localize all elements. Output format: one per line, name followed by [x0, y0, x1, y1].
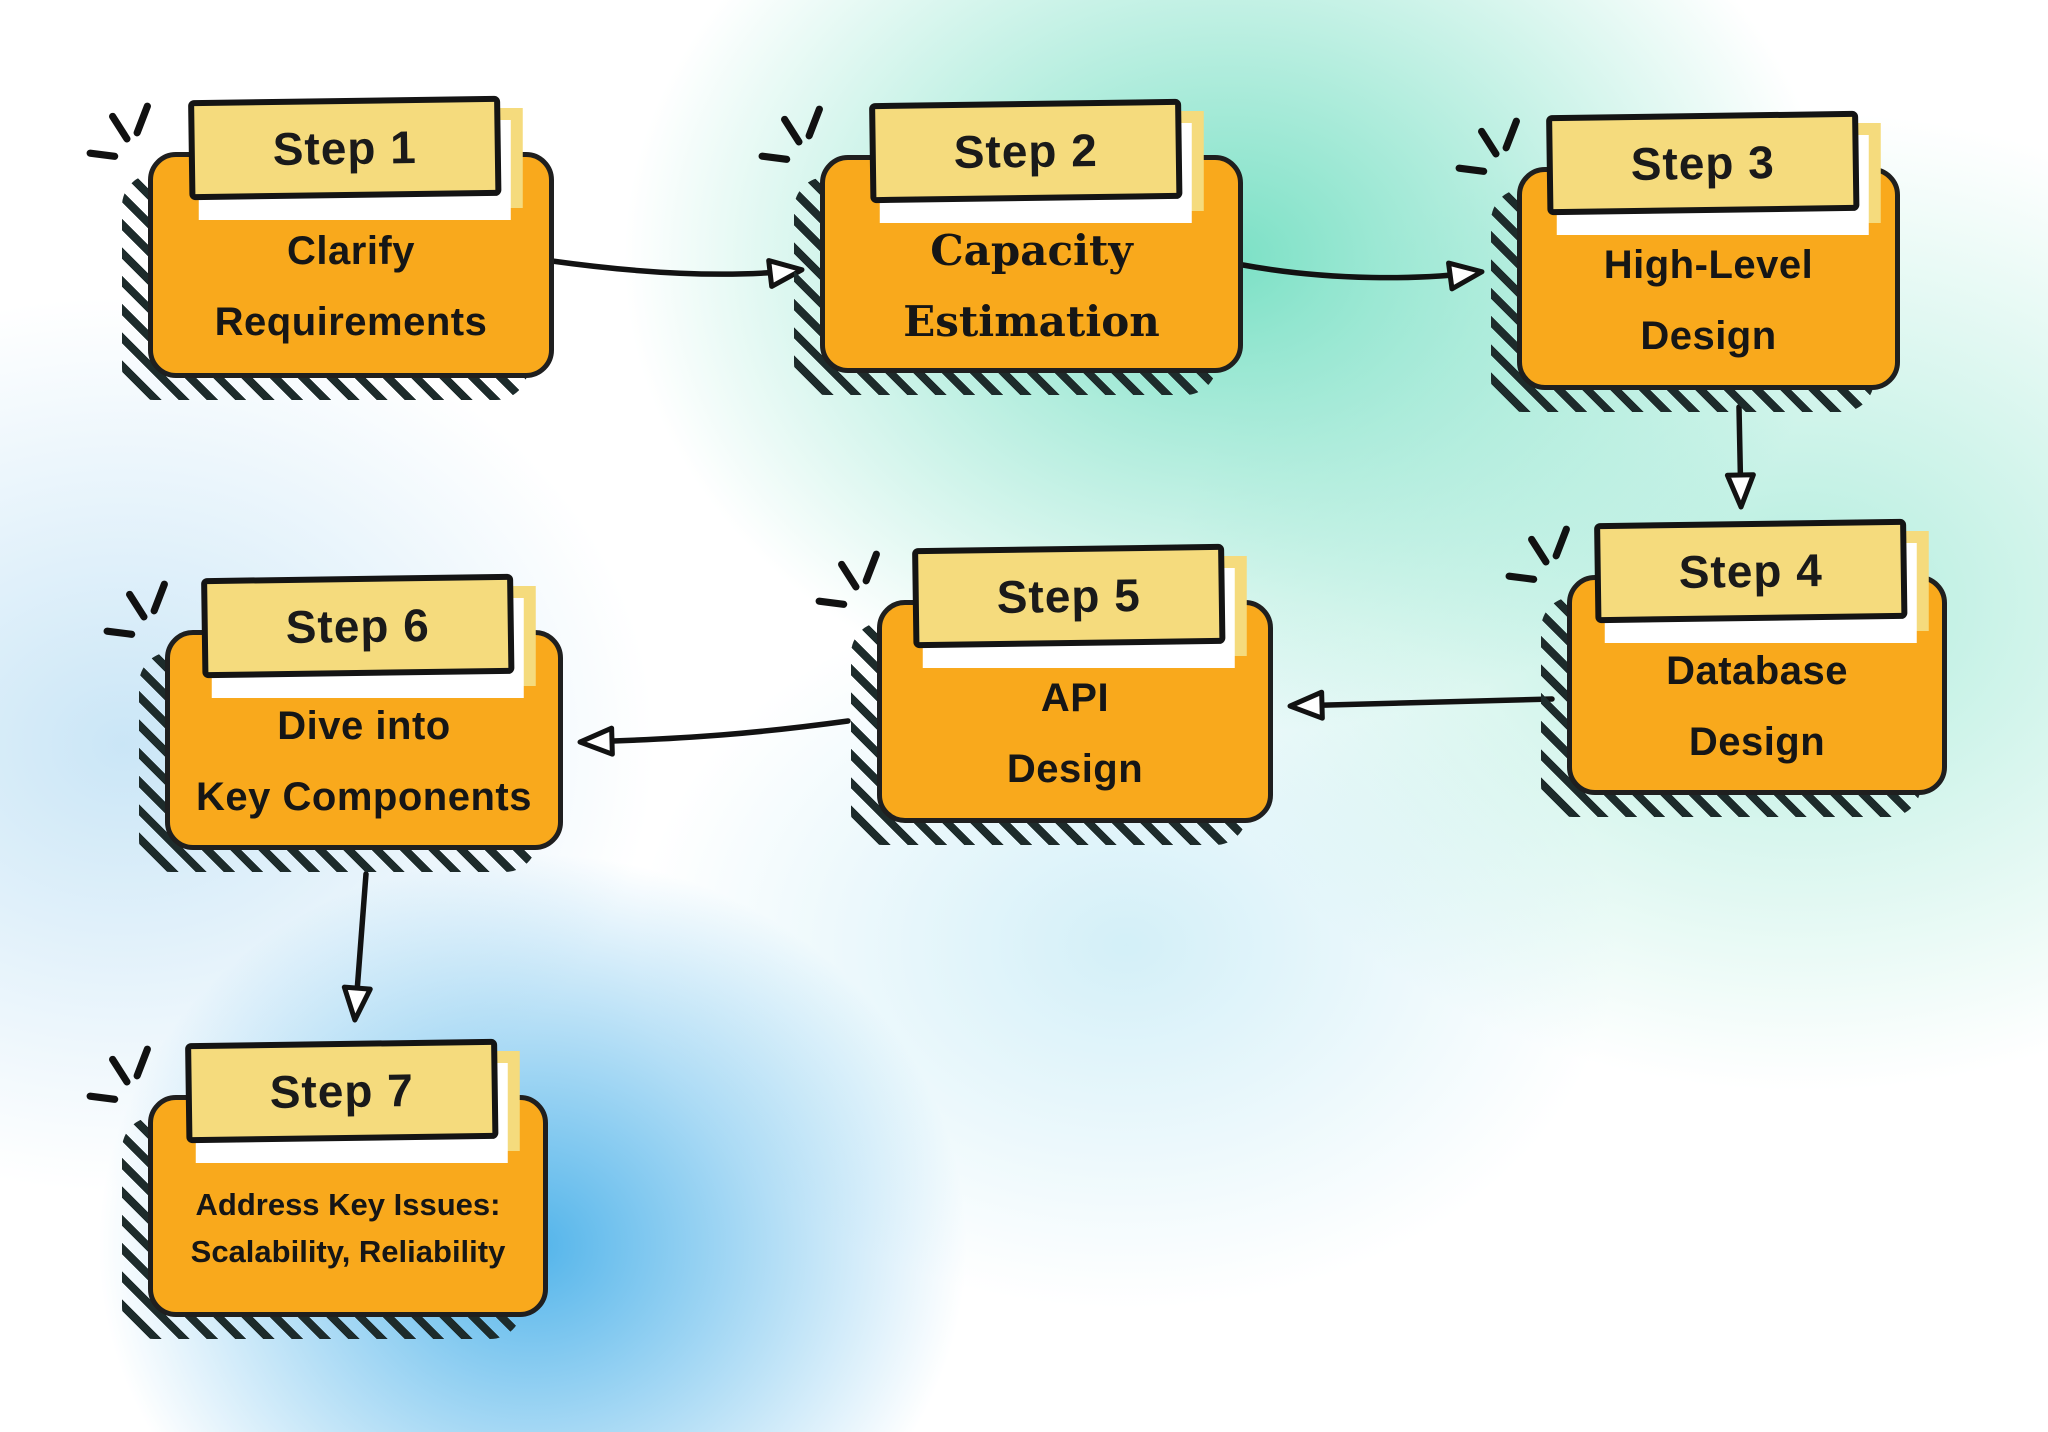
sparkle-icon — [815, 550, 880, 608]
sparkle-icon — [1505, 525, 1570, 583]
arrow-step5-step6 — [577, 718, 851, 757]
step-7-label: Step 7 — [185, 1038, 499, 1144]
step-6-label: Step 6 — [201, 573, 515, 679]
sparkle-icon — [758, 105, 823, 163]
step-body-line: Key Components — [196, 775, 532, 819]
arrow-step1-step2 — [549, 258, 805, 289]
step-6-card: Dive into Key Components Step 6 — [103, 573, 563, 872]
step-body-line: Design — [1006, 746, 1144, 791]
step-4-label: Step 4 — [1594, 518, 1908, 624]
step-body-line: API — [1040, 675, 1110, 720]
step-body-line: Estimation — [903, 297, 1160, 346]
step-label-text: Step 1 — [272, 120, 418, 176]
step-3-card: High-Level Design Step 3 — [1455, 110, 1900, 412]
step-label-text: Step 3 — [1629, 135, 1775, 191]
step-7-card: Address Key Issues: Scalability, Reliabi… — [86, 1038, 548, 1339]
arrow-step4-step5 — [1287, 689, 1555, 721]
step-5-card: API Design Step 5 — [815, 543, 1273, 845]
step-body-line: Dive into — [277, 704, 451, 748]
step-label-text: Step 7 — [269, 1063, 415, 1119]
step-2-label: Step 2 — [868, 98, 1182, 204]
step-label-text: Step 5 — [996, 568, 1142, 624]
sparkle-icon — [86, 102, 151, 160]
step-body-line: Design — [1640, 313, 1777, 358]
step-2-card: Capacity Estimation Step 2 — [758, 98, 1243, 395]
arrow-step2-step3 — [1240, 260, 1485, 292]
step-label-text: Step 6 — [285, 598, 431, 654]
step-1-card: Clarify Requirements Step 1 — [86, 95, 554, 400]
step-label-text: Step 2 — [952, 123, 1098, 179]
step-body-line: Design — [1688, 720, 1826, 764]
step-body-line: Address Key Issues: — [195, 1187, 501, 1222]
step-body-line: Capacity — [930, 226, 1133, 275]
arrow-step3-step4 — [1724, 404, 1756, 510]
step-body-line: Scalability, Reliability — [190, 1234, 506, 1269]
step-5-label: Step 5 — [912, 543, 1226, 649]
step-1-label: Step 1 — [188, 95, 502, 201]
step-label-text: Step 4 — [1678, 543, 1824, 599]
sparkle-icon — [1455, 117, 1520, 175]
sparkle-icon — [103, 580, 168, 638]
step-body-line: Requirements — [214, 300, 488, 344]
step-body-line: Database — [1666, 649, 1848, 693]
arrow-step6-step7 — [341, 871, 373, 1023]
step-body-line: Clarify — [287, 229, 415, 273]
sparkle-icon — [86, 1045, 151, 1103]
step-3-label: Step 3 — [1545, 110, 1859, 216]
step-body-line: High-Level — [1603, 242, 1814, 287]
step-4-card: Database Design Step 4 — [1505, 518, 1947, 817]
